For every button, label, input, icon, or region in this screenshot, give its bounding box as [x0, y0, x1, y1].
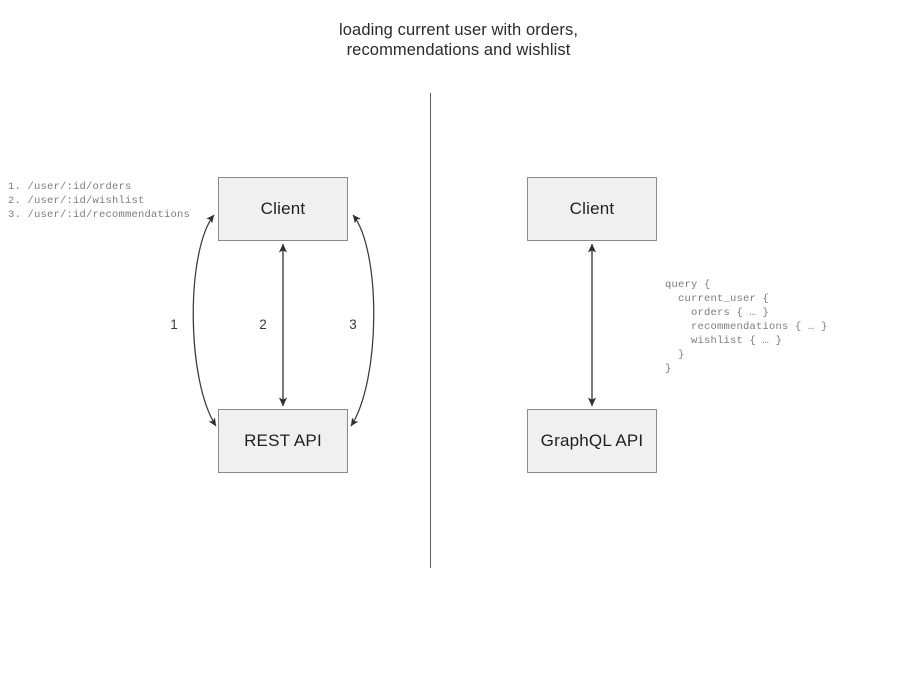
arrow-label-1: 1 — [170, 317, 178, 332]
node-client-rest-label: Client — [260, 199, 306, 218]
node-client-rest[interactable]: Client — [218, 177, 348, 241]
arrow-label-3: 3 — [349, 317, 357, 332]
node-graphql-api[interactable]: GraphQL API — [527, 409, 657, 473]
arrow-label-2: 2 — [259, 317, 267, 332]
graphql-query-block: query { current_user { orders { … } reco… — [665, 279, 828, 375]
rest-arrow-1-curve-left — [192, 214, 217, 427]
node-rest-api[interactable]: REST API — [218, 409, 348, 473]
rest-endpoint-list: 1. /user/:id/orders 2. /user/:id/wishlis… — [8, 181, 191, 221]
page-title: loading current user with orders, recomm… — [339, 21, 578, 59]
node-rest-api-label: REST API — [244, 431, 322, 450]
vertical-divider — [430, 93, 432, 568]
node-client-graphql[interactable]: Client — [527, 177, 657, 241]
node-client-graphql-label: Client — [569, 199, 615, 218]
node-graphql-api-label: GraphQL API — [540, 431, 644, 450]
